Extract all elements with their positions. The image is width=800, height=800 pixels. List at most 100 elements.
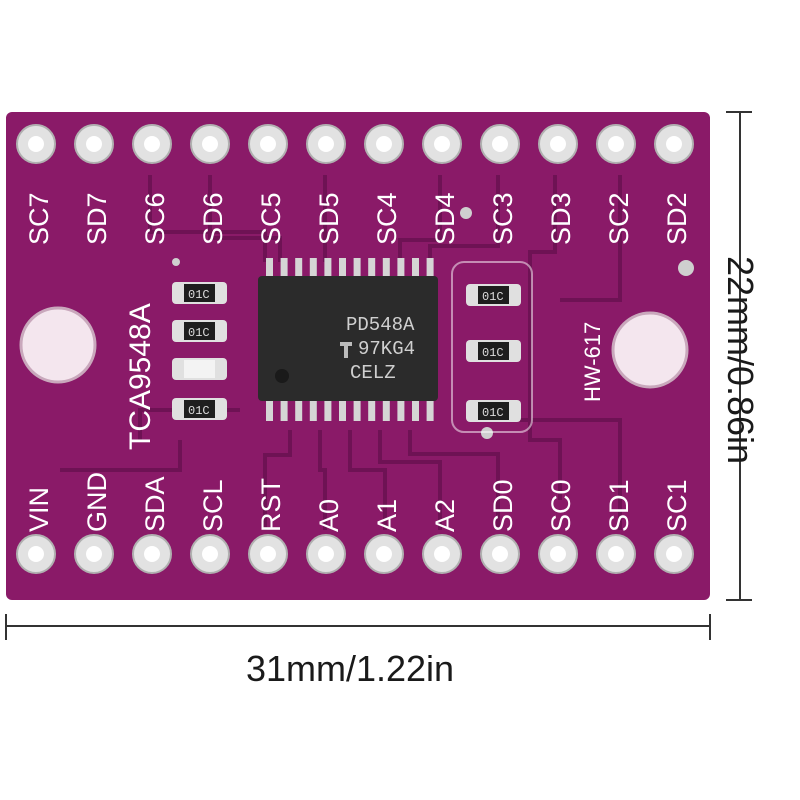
resistor-top — [184, 284, 215, 302]
pin-label-sc2: SC2 — [604, 192, 634, 245]
pin-label-vin: VIN — [24, 487, 54, 532]
pin-hole — [376, 136, 392, 152]
pin-label-a0: A0 — [314, 499, 344, 532]
pin-hole — [260, 546, 276, 562]
via — [460, 207, 472, 219]
resistor-top — [478, 402, 509, 420]
ic-marking-line-2: 97KG4 — [358, 338, 415, 360]
pin-hole — [144, 546, 160, 562]
mounting-hole-right — [611, 311, 689, 389]
ic-pin — [309, 399, 317, 421]
pin-hole — [318, 136, 334, 152]
ic-pin — [339, 399, 346, 421]
resistor-marking: 01C — [188, 326, 210, 340]
ic-chip — [258, 276, 438, 401]
smd-resistors: 01C 01C 01C 01C 01C 01C — [172, 282, 521, 422]
height-dimension-label: 22mm/0.86in — [720, 255, 761, 465]
ic-pin — [309, 258, 317, 278]
pin-hole — [550, 136, 566, 152]
ic-pin — [324, 399, 332, 421]
resistor-marking: 01C — [482, 290, 504, 304]
pin-label-rst: RST — [256, 478, 286, 532]
pin-label-gnd: GND — [82, 472, 112, 532]
pin-label-sda: SDA — [140, 476, 170, 532]
pin-label-sc6: SC6 — [140, 192, 170, 245]
ic-pin1-dot — [275, 369, 289, 383]
pin-label-sd0: SD0 — [488, 479, 518, 532]
width-dimension-label: 31mm/1.22in — [245, 648, 455, 689]
ic-pin — [295, 399, 303, 421]
ic-pin — [397, 258, 405, 278]
pin-label-scl: SCL — [198, 479, 228, 532]
pin-label-sd6: SD6 — [198, 192, 228, 245]
pin-label-sc3: SC3 — [488, 192, 518, 245]
pin-label-a2: A2 — [430, 499, 460, 532]
pin-hole — [86, 546, 102, 562]
ti-logo-icon — [340, 342, 352, 358]
pin-hole — [608, 546, 624, 562]
pin-hole — [86, 136, 102, 152]
ic-pin — [412, 258, 419, 278]
pin-label-sc5: SC5 — [256, 192, 286, 245]
ic-pin — [412, 399, 419, 421]
width-dimension-line — [5, 614, 711, 640]
ic-pin — [266, 399, 273, 421]
resistor-top — [184, 360, 215, 378]
ic-pin — [353, 399, 361, 421]
pin-hole — [492, 136, 508, 152]
pcb-traces — [60, 175, 622, 530]
pin-hole — [666, 136, 682, 152]
pin-label-sd4: SD4 — [430, 192, 460, 245]
pin-hole — [376, 546, 392, 562]
component-outline — [451, 261, 533, 433]
pin-hole — [28, 546, 44, 562]
ic-marking-line-1: PD548A — [346, 314, 415, 336]
ic-pin — [368, 399, 376, 421]
resistor-marking: 01C — [188, 288, 210, 302]
resistor-marking: 01C — [482, 346, 504, 360]
resistor-top — [478, 342, 509, 360]
model-label: HW-617 — [580, 322, 605, 402]
ic-pin — [382, 399, 390, 421]
mounting-hole-left — [19, 306, 97, 384]
pin-hole — [608, 136, 624, 152]
pin-hole — [318, 546, 334, 562]
pin-hole — [144, 136, 160, 152]
ic-pin — [339, 258, 346, 278]
ic-pins — [266, 258, 434, 421]
ic-pin — [382, 258, 390, 278]
resistor-marking: 01C — [482, 406, 504, 420]
pin-hole — [202, 546, 218, 562]
ic-pin — [280, 399, 288, 421]
ic-marking-line-3: CELZ — [350, 362, 396, 384]
resistor-marking: 01C — [188, 404, 210, 418]
pin-hole — [550, 546, 566, 562]
pin-hole — [434, 546, 450, 562]
ic-pin — [368, 258, 376, 278]
ic-pin — [397, 399, 405, 421]
pin-hole — [492, 546, 508, 562]
resistor-top — [478, 286, 509, 304]
chip-label: TCA9548A — [124, 303, 157, 450]
ic-pin — [426, 399, 434, 421]
via — [172, 258, 180, 266]
pin-label-sc0: SC0 — [546, 479, 576, 532]
resistor-top — [184, 322, 215, 340]
pin-label-sd5: SD5 — [314, 192, 344, 245]
pin-hole — [260, 136, 276, 152]
ic-pin — [280, 258, 288, 278]
ic-pin — [353, 258, 361, 278]
pin-label-sd2: SD2 — [662, 192, 692, 245]
pin-hole — [28, 136, 44, 152]
pin-hole — [434, 136, 450, 152]
pin-label-sd1: SD1 — [604, 479, 634, 532]
height-dimension-line — [726, 111, 752, 601]
resistor-top — [184, 400, 215, 418]
pin-hole — [202, 136, 218, 152]
via — [678, 260, 694, 276]
ic-pin — [266, 258, 273, 278]
pin-label-sd7: SD7 — [82, 192, 112, 245]
